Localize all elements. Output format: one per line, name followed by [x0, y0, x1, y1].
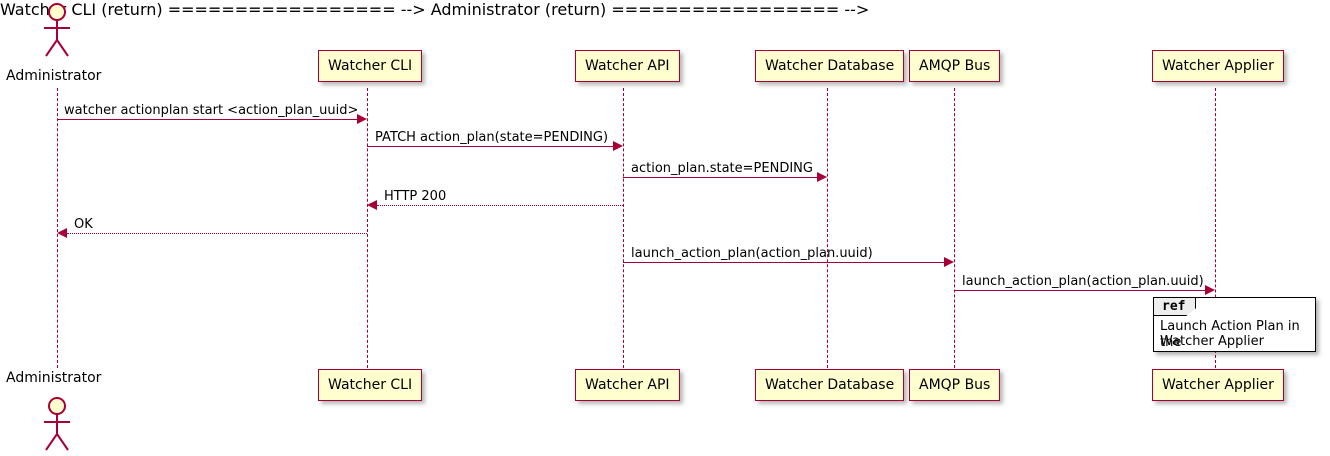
lifeline-amqp-bus: [954, 88, 955, 368]
message-arrowhead-2: [613, 141, 623, 151]
actor-label-administrator-bottom: Administrator: [6, 370, 102, 386]
participant-label-watcher-database-bottom: Watcher Database: [765, 377, 895, 393]
message-label-4: HTTP 200: [384, 189, 447, 204]
participant-box-watcher-api-top[interactable]: Watcher API: [575, 50, 680, 82]
participant-label-watcher-applier-bottom: Watcher Applier: [1162, 377, 1274, 393]
participant-label-amqp-bus-top: AMQP Bus: [919, 58, 991, 74]
participant-label-watcher-cli-top: Watcher CLI: [328, 58, 413, 74]
participant-box-amqp-bus-bottom[interactable]: AMQP Bus: [909, 369, 1001, 401]
message-arrowhead-1: [357, 114, 367, 124]
ref-block: ref Launch Action Plan in the Watcher Ap…: [1153, 297, 1316, 352]
message-line-4: [377, 205, 623, 206]
participant-box-watcher-api-bottom[interactable]: Watcher API: [575, 369, 680, 401]
actor-stick-figure-icon: [44, 3, 70, 57]
participant-box-watcher-applier-top[interactable]: Watcher Applier: [1152, 50, 1284, 82]
lifeline-watcher-cli: [367, 88, 368, 368]
participant-box-amqp-bus-top[interactable]: AMQP Bus: [909, 50, 1001, 82]
message-arrowhead-5: [57, 228, 67, 238]
lifeline-watcher-api: [623, 88, 624, 368]
message-line-3: [623, 177, 817, 178]
message-arrowhead-7: [1205, 285, 1215, 295]
actor-label-administrator-top: Administrator: [6, 68, 102, 84]
actor-administrator-top: [37, 2, 77, 58]
participant-box-watcher-applier-bottom[interactable]: Watcher Applier: [1152, 369, 1284, 401]
message-line-7: [954, 290, 1205, 291]
lifeline-watcher-database: [827, 88, 828, 368]
participant-label-watcher-applier-top: Watcher Applier: [1162, 58, 1274, 74]
message-label-7: launch_action_plan(action_plan.uuid): [962, 274, 1204, 289]
message-label-5: OK: [74, 217, 93, 232]
participant-label-watcher-api-top: Watcher API: [585, 58, 670, 74]
participant-box-watcher-database-top[interactable]: Watcher Database: [755, 50, 905, 82]
message-arrowhead-4: [367, 200, 377, 210]
message-line-6: [623, 262, 944, 263]
message-arrowhead-3: [817, 172, 827, 182]
message-line-2: [367, 146, 613, 147]
message-label-2: PATCH action_plan(state=PENDING): [375, 130, 609, 145]
message-line-5: [67, 233, 367, 234]
message-line-1: [57, 119, 357, 120]
actor-administrator-bottom: [37, 396, 77, 452]
participant-box-watcher-cli-top[interactable]: Watcher CLI: [318, 50, 423, 82]
message-arrowhead-6: [944, 257, 954, 267]
participant-label-watcher-database-top: Watcher Database: [765, 58, 895, 74]
ref-block-keyword: ref: [1154, 298, 1197, 316]
ref-block-text-line-2: Watcher Applier: [1160, 334, 1264, 349]
participant-box-watcher-cli-bottom[interactable]: Watcher CLI: [318, 369, 423, 401]
message-label-1: watcher actionplan start <action_plan_uu…: [64, 103, 359, 118]
participant-label-watcher-api-bottom: Watcher API: [585, 377, 670, 393]
participant-label-amqp-bus-bottom: AMQP Bus: [919, 377, 991, 393]
participant-box-watcher-database-bottom[interactable]: Watcher Database: [755, 369, 905, 401]
actor-stick-figure-icon: [44, 397, 70, 451]
message-label-3: action_plan.state=PENDING: [631, 161, 813, 176]
ref-block-text-line-1: Launch Action Plan in the: [1160, 319, 1300, 350]
lifeline-watcher-applier: [1215, 88, 1216, 368]
message-label-6: launch_action_plan(action_plan.uuid): [631, 246, 873, 261]
participant-label-watcher-cli-bottom: Watcher CLI: [328, 377, 413, 393]
